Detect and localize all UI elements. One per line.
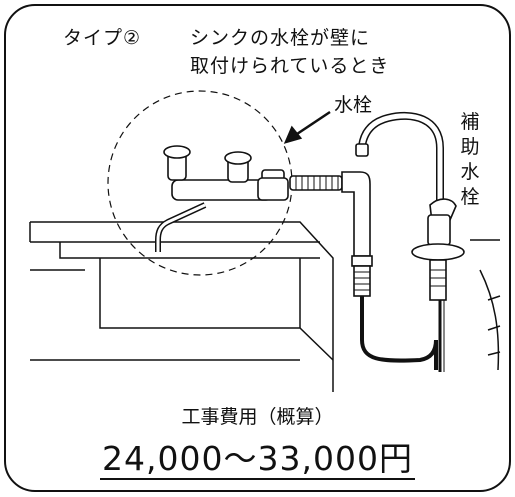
wall-faucet-icon: [155, 145, 373, 297]
type-label: タイプ②: [63, 27, 142, 49]
condition-line-2: 取付けられているとき: [190, 55, 390, 77]
frame-border: [4, 4, 511, 492]
cost-label: 工事費用（概算）: [181, 406, 334, 428]
faucet-label: 水栓: [334, 94, 373, 116]
condition-line-1: シンクの水栓が壁に: [190, 27, 371, 49]
auxiliary-faucet-icon: [355, 111, 465, 372]
sink-icon: [29, 221, 501, 392]
price-text: 24,000〜33,000円: [100, 439, 415, 480]
price-range: 24,000〜33,000円: [0, 432, 515, 480]
pointer-arrow-icon: [283, 110, 331, 144]
aux-faucet-label: 補助水栓: [460, 111, 480, 208]
